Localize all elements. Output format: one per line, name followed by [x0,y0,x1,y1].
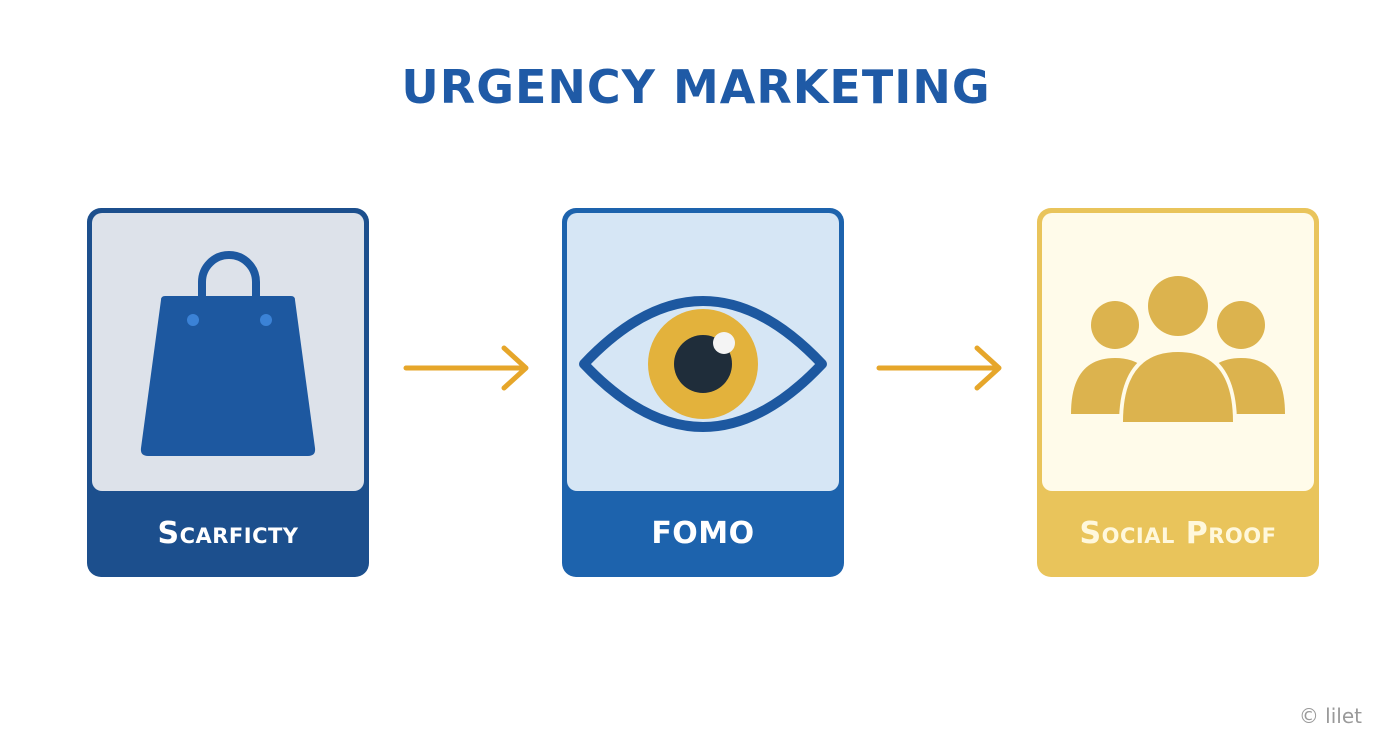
arrow-right-icon [876,345,1002,391]
step-card-scarcity: Scarficty [87,208,369,577]
arrow-right-icon [403,345,529,391]
step-card-fomo: FOMO [562,208,844,577]
step-label: Social Proof [1079,516,1277,551]
step-label: Scarficty [157,516,299,551]
diagram-title: URGENCY MARKETING [401,60,991,114]
step-card-social-proof: Social Proof [1037,208,1319,577]
shopping-bag-icon [140,251,316,456]
watermark: © lilet [1298,704,1362,728]
eye-icon [579,296,827,432]
step-label: FOMO [651,516,755,551]
group-people-icon [1071,272,1285,424]
